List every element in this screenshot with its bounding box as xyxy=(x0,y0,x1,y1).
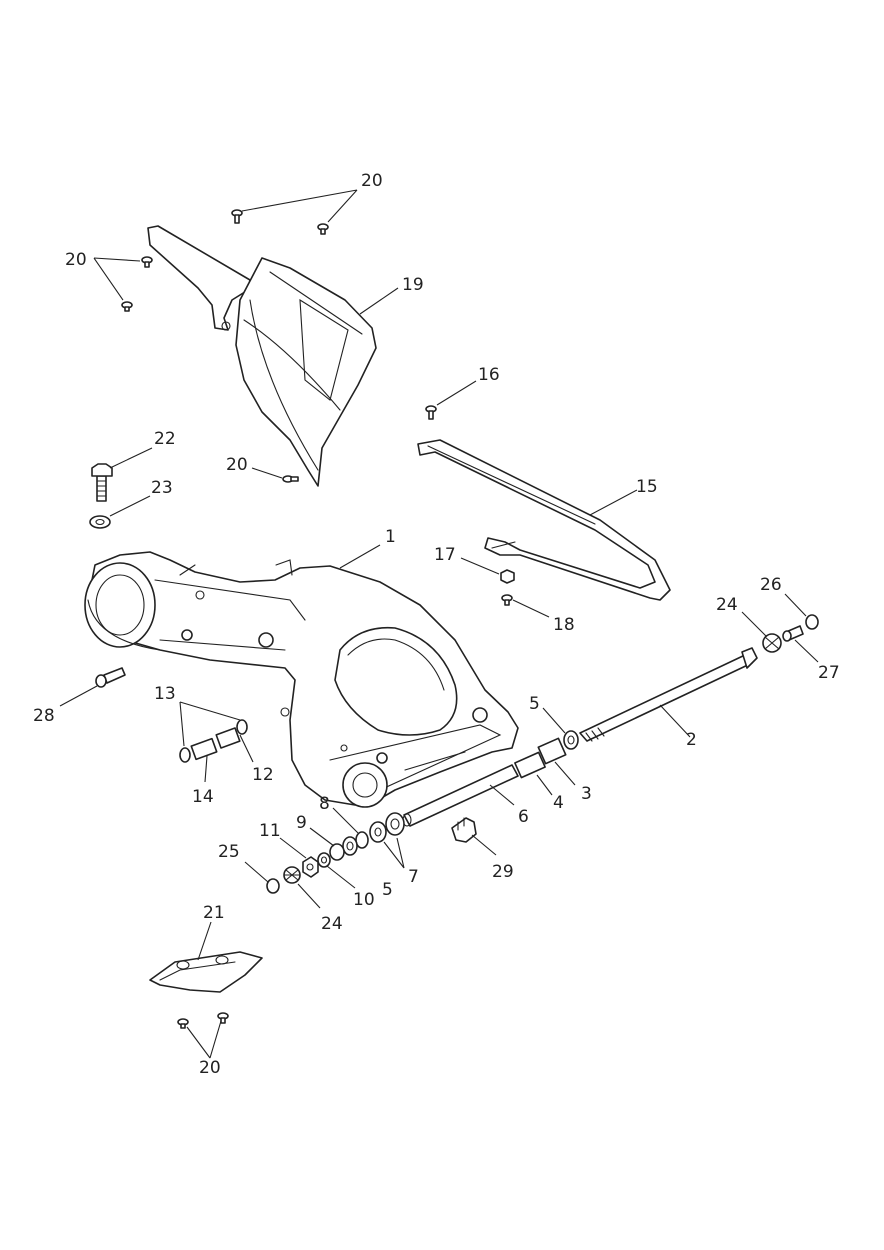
callout-5b: 5 xyxy=(382,880,393,900)
callout-26: 26 xyxy=(760,575,782,595)
callout-20a: 20 xyxy=(361,171,383,191)
part-2-spindle xyxy=(579,647,758,742)
part-3-bearing xyxy=(537,737,567,765)
callout-25: 25 xyxy=(218,842,240,862)
part-20-screws xyxy=(121,209,329,1029)
callout-20c: 20 xyxy=(226,455,248,475)
part-25-cap xyxy=(266,878,280,894)
part-18-screw xyxy=(501,594,513,606)
part-19-chain-guard xyxy=(147,225,377,487)
part-24-lock-washer-upper xyxy=(762,633,782,653)
part-12-bush xyxy=(215,727,241,749)
part-5-seal-upper xyxy=(563,730,579,750)
callout-28: 28 xyxy=(33,706,55,726)
leader-lines xyxy=(59,189,819,1059)
part-9-bearing-lower xyxy=(329,843,345,861)
callout-9: 9 xyxy=(296,813,307,833)
part-15-chain-slipper xyxy=(417,439,671,601)
callout-16: 16 xyxy=(478,365,500,385)
part-22-bolt xyxy=(91,463,113,502)
callout-18: 18 xyxy=(553,615,575,635)
callout-15: 15 xyxy=(636,477,658,497)
part-1-swingarm xyxy=(84,551,519,808)
callout-20b: 20 xyxy=(65,250,87,270)
part-14-bush xyxy=(190,737,218,761)
part-26-cap xyxy=(805,614,819,630)
callout-17: 17 xyxy=(434,545,456,565)
callout-3: 3 xyxy=(581,784,592,804)
callout-19: 19 xyxy=(402,275,424,295)
part-13-seals xyxy=(179,719,248,763)
callout-29: 29 xyxy=(492,862,514,882)
callout-7: 7 xyxy=(408,867,419,887)
callout-labels: 1 2 3 4 5 5 6 7 8 9 10 11 12 13 14 15 16… xyxy=(33,171,840,1078)
part-16-screw xyxy=(425,405,437,420)
callout-10: 10 xyxy=(353,890,375,910)
callout-4: 4 xyxy=(553,793,564,813)
callout-8: 8 xyxy=(319,794,330,814)
callout-13: 13 xyxy=(154,684,176,704)
part-5-seal-lower xyxy=(342,836,358,856)
callout-24a: 24 xyxy=(716,595,738,615)
part-4-bush xyxy=(514,751,546,779)
callout-27: 27 xyxy=(818,663,840,683)
part-27-bolt xyxy=(782,625,804,642)
part-11-nut xyxy=(302,856,319,878)
callout-6: 6 xyxy=(518,807,529,827)
part-8-seal-lower xyxy=(355,831,369,849)
part-17-nut xyxy=(500,569,515,584)
part-7-washers xyxy=(369,812,405,843)
part-10-washer xyxy=(317,852,331,868)
part-23-washer xyxy=(89,515,111,529)
callout-2: 2 xyxy=(686,730,697,750)
part-29-clip xyxy=(451,817,477,843)
callout-14: 14 xyxy=(192,787,214,807)
part-21-cover-plate xyxy=(149,951,263,993)
callout-5a: 5 xyxy=(529,694,540,714)
callout-20d: 20 xyxy=(199,1058,221,1078)
callout-24b: 24 xyxy=(321,914,343,934)
callout-22: 22 xyxy=(154,429,176,449)
part-24-lock-washer-lower xyxy=(283,866,301,884)
callout-21: 21 xyxy=(203,903,225,923)
part-28-bolt xyxy=(95,667,126,688)
callout-12: 12 xyxy=(252,765,274,785)
callout-1: 1 xyxy=(385,527,396,547)
callout-23: 23 xyxy=(151,478,173,498)
callout-11: 11 xyxy=(259,821,281,841)
